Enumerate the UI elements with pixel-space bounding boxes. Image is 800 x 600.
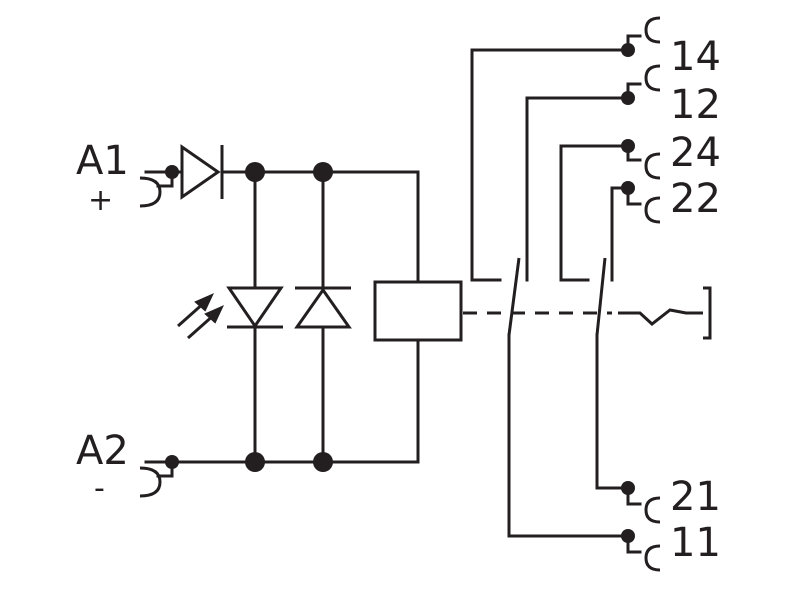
terminal-label-22: 22 [670, 176, 721, 222]
bottom-junction-1 [245, 452, 265, 472]
spring-terminal-icon [139, 460, 174, 498]
output-terminals [626, 16, 661, 572]
spring-terminal-icon [139, 170, 174, 208]
contact-24-wire [559, 144, 630, 282]
contact-22-wire [610, 186, 630, 282]
terminal-polarity-plus: + [88, 183, 113, 218]
terminal-label-14: 14 [670, 34, 721, 80]
top-junction-1 [245, 162, 265, 182]
spring-terminal-icon [626, 144, 661, 180]
terminal-label-a1: A1 [76, 138, 129, 184]
led-icon [177, 286, 284, 340]
spring-terminal-icon [626, 534, 661, 572]
diode-icon [180, 144, 224, 200]
terminal-label-a2: A2 [76, 428, 129, 474]
light-emission-arrows [177, 293, 225, 340]
contact-11-wire [507, 333, 630, 538]
terminal-label-21: 21 [670, 474, 721, 520]
changeover-contact-icon [595, 257, 607, 336]
contact-set-1 [470, 43, 635, 543]
manual-actuator-icon [618, 286, 712, 340]
changeover-contact-icon [507, 257, 521, 336]
terminal-polarity-minus: - [94, 471, 105, 506]
suppression-diode-icon [294, 286, 352, 329]
terminal-label-24: 24 [670, 130, 721, 176]
terminal-label-11: 11 [670, 520, 721, 566]
contact-14-wire [470, 48, 630, 282]
spring-terminal-icon [626, 186, 661, 224]
bottom-junction-2 [313, 452, 333, 472]
contact-21-wire [595, 333, 630, 490]
contact-12-wire [525, 96, 630, 282]
relay-coil-icon [373, 280, 463, 342]
contact-set-2 [559, 139, 635, 495]
spring-terminal-icon [626, 16, 661, 52]
coil-circuit [139, 144, 463, 498]
terminal-label-12: 12 [670, 82, 721, 128]
spring-terminal-icon [626, 486, 661, 524]
top-junction-2 [313, 162, 333, 182]
spring-terminal-icon [626, 64, 661, 100]
mechanical-linkage [463, 286, 712, 340]
